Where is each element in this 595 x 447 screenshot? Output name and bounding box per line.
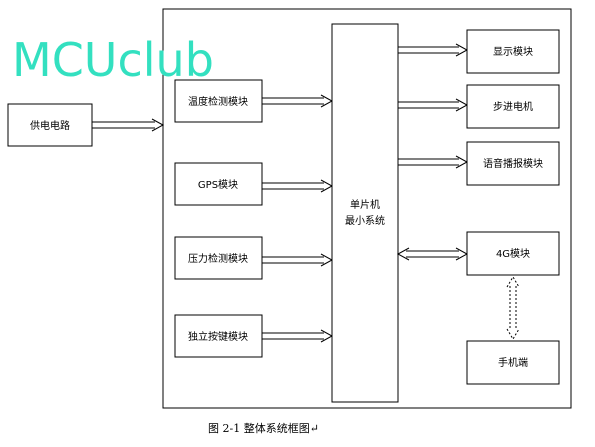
- power-supply-label: 供电电路: [30, 119, 70, 132]
- watermark-text: MCUclub: [12, 33, 214, 87]
- temperature-module-box: [174, 79, 263, 123]
- mcu-4g-bidirectional-arrow: [396, 247, 469, 261]
- gps-arrow: [262, 179, 334, 193]
- voice-arrow: [398, 155, 469, 169]
- key-module-label: 独立按键模块: [188, 330, 248, 343]
- display-module-box: [466, 29, 560, 74]
- power-supply-box: [7, 103, 93, 147]
- 4g-module-box: [466, 231, 560, 276]
- temperature-arrow: [262, 94, 334, 108]
- phone-box: [466, 340, 560, 385]
- temperature-module-label: 温度检测模块: [188, 95, 248, 108]
- gps-module-label: GPS模块: [198, 179, 238, 191]
- stepper-motor-label: 步进电机: [493, 100, 533, 113]
- system-frame: [162, 8, 572, 409]
- voice-module-label: 语音播报模块: [483, 157, 543, 170]
- mcu-box: [331, 23, 399, 403]
- key-module-box: [174, 314, 263, 358]
- key-arrow: [262, 329, 334, 343]
- gps-module-box: [174, 162, 263, 206]
- 4g-module-label: 4G模块: [496, 248, 530, 260]
- voice-module-box: [466, 141, 560, 186]
- display-arrow: [398, 43, 469, 57]
- mcu-label-line2: 最小系统: [345, 214, 385, 227]
- display-module-label: 显示模块: [493, 46, 533, 58]
- 4g-phone-dotted-arrow: [506, 276, 520, 340]
- pressure-arrow: [262, 253, 334, 267]
- power-arrow: [92, 118, 165, 132]
- stepper-motor-box: [466, 84, 560, 129]
- stepper-arrow: [398, 98, 469, 112]
- figure-caption: 图 2-1 整体系统框图↵: [208, 421, 319, 435]
- pressure-module-box: [174, 236, 263, 280]
- pressure-module-label: 压力检测模块: [188, 252, 248, 265]
- mcu-label-line1: 单片机: [350, 198, 380, 211]
- phone-label: 手机端: [498, 356, 528, 369]
